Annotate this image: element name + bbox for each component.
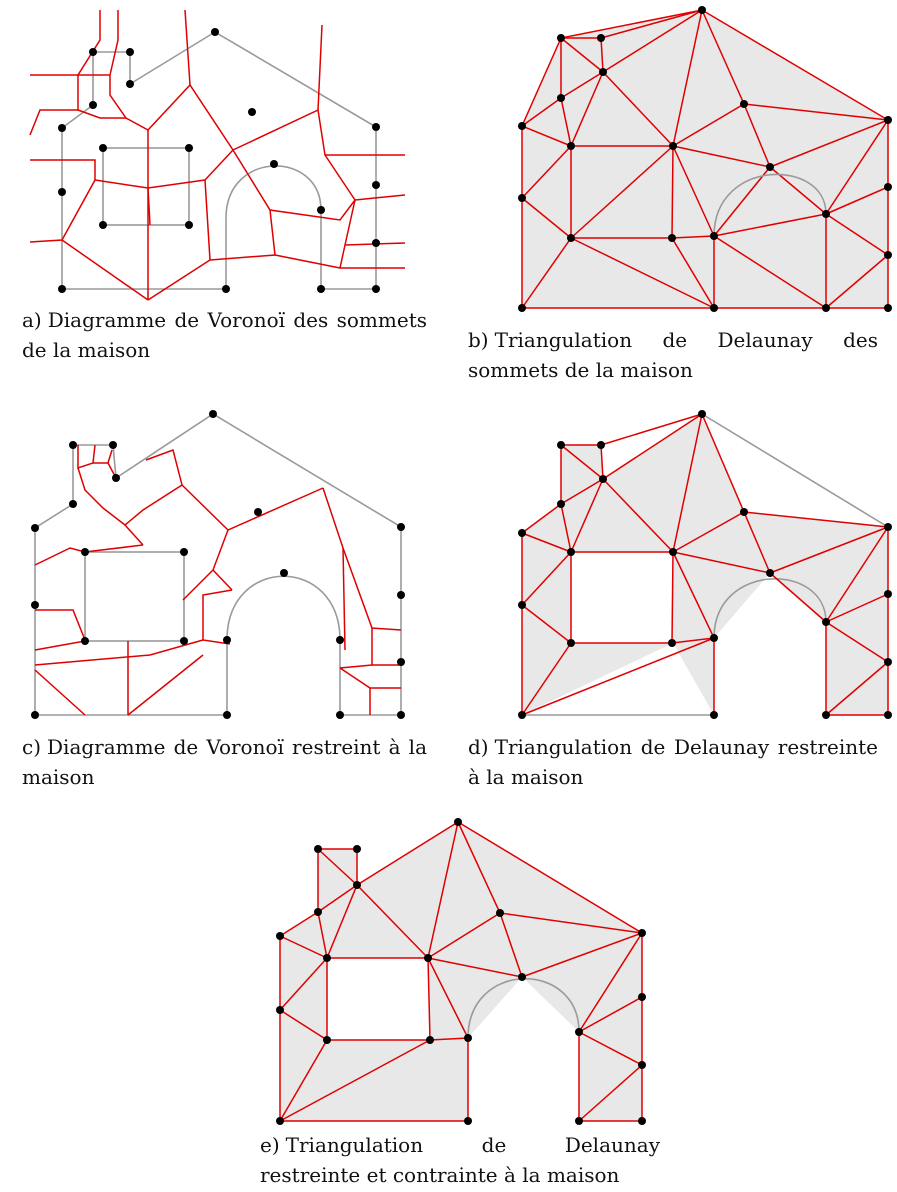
constrained-delaunay (276, 818, 646, 1125)
voronoi-diagram (29, 9, 406, 301)
panel-a (0, 0, 430, 301)
window-hole (327, 958, 430, 1040)
arch-outline (713, 173, 827, 237)
caption-d: d)Triangulation de Delaunay restreinte à… (468, 735, 878, 789)
caption-e: e)Triangulation de Delaunay restreinte e… (260, 1133, 660, 1187)
delaunay-vertices (518, 410, 892, 719)
delaunay-edges (279, 821, 643, 1122)
caption-c: c)Diagramme de Voronoï restreint à la ma… (22, 735, 427, 789)
house-outline (522, 413, 889, 716)
caption-b: b)Triangulation de Delaunay des sommets … (468, 328, 878, 382)
voronoi-edges (29, 9, 406, 301)
panel-d (440, 400, 897, 720)
constrained-vertices (276, 818, 646, 1125)
house-outline (34, 413, 402, 716)
caption-a: a)Diagramme de Voronoï des sommets de la… (22, 308, 427, 362)
delaunay-edges (521, 413, 889, 716)
panel-c (0, 400, 430, 720)
delaunay-vertices (518, 6, 892, 312)
delaunay-triangulation (518, 6, 892, 312)
constrained-fill (280, 822, 642, 1121)
voronoi-edges (34, 444, 402, 716)
voronoi-sites (31, 410, 405, 719)
voronoi-sites (58, 28, 380, 293)
restricted-delaunay (518, 410, 892, 719)
hull-fill (522, 10, 888, 308)
panel-e (240, 810, 670, 1130)
window-hole (571, 552, 673, 643)
panel-b (440, 0, 897, 320)
restricted-voronoi (31, 410, 405, 719)
